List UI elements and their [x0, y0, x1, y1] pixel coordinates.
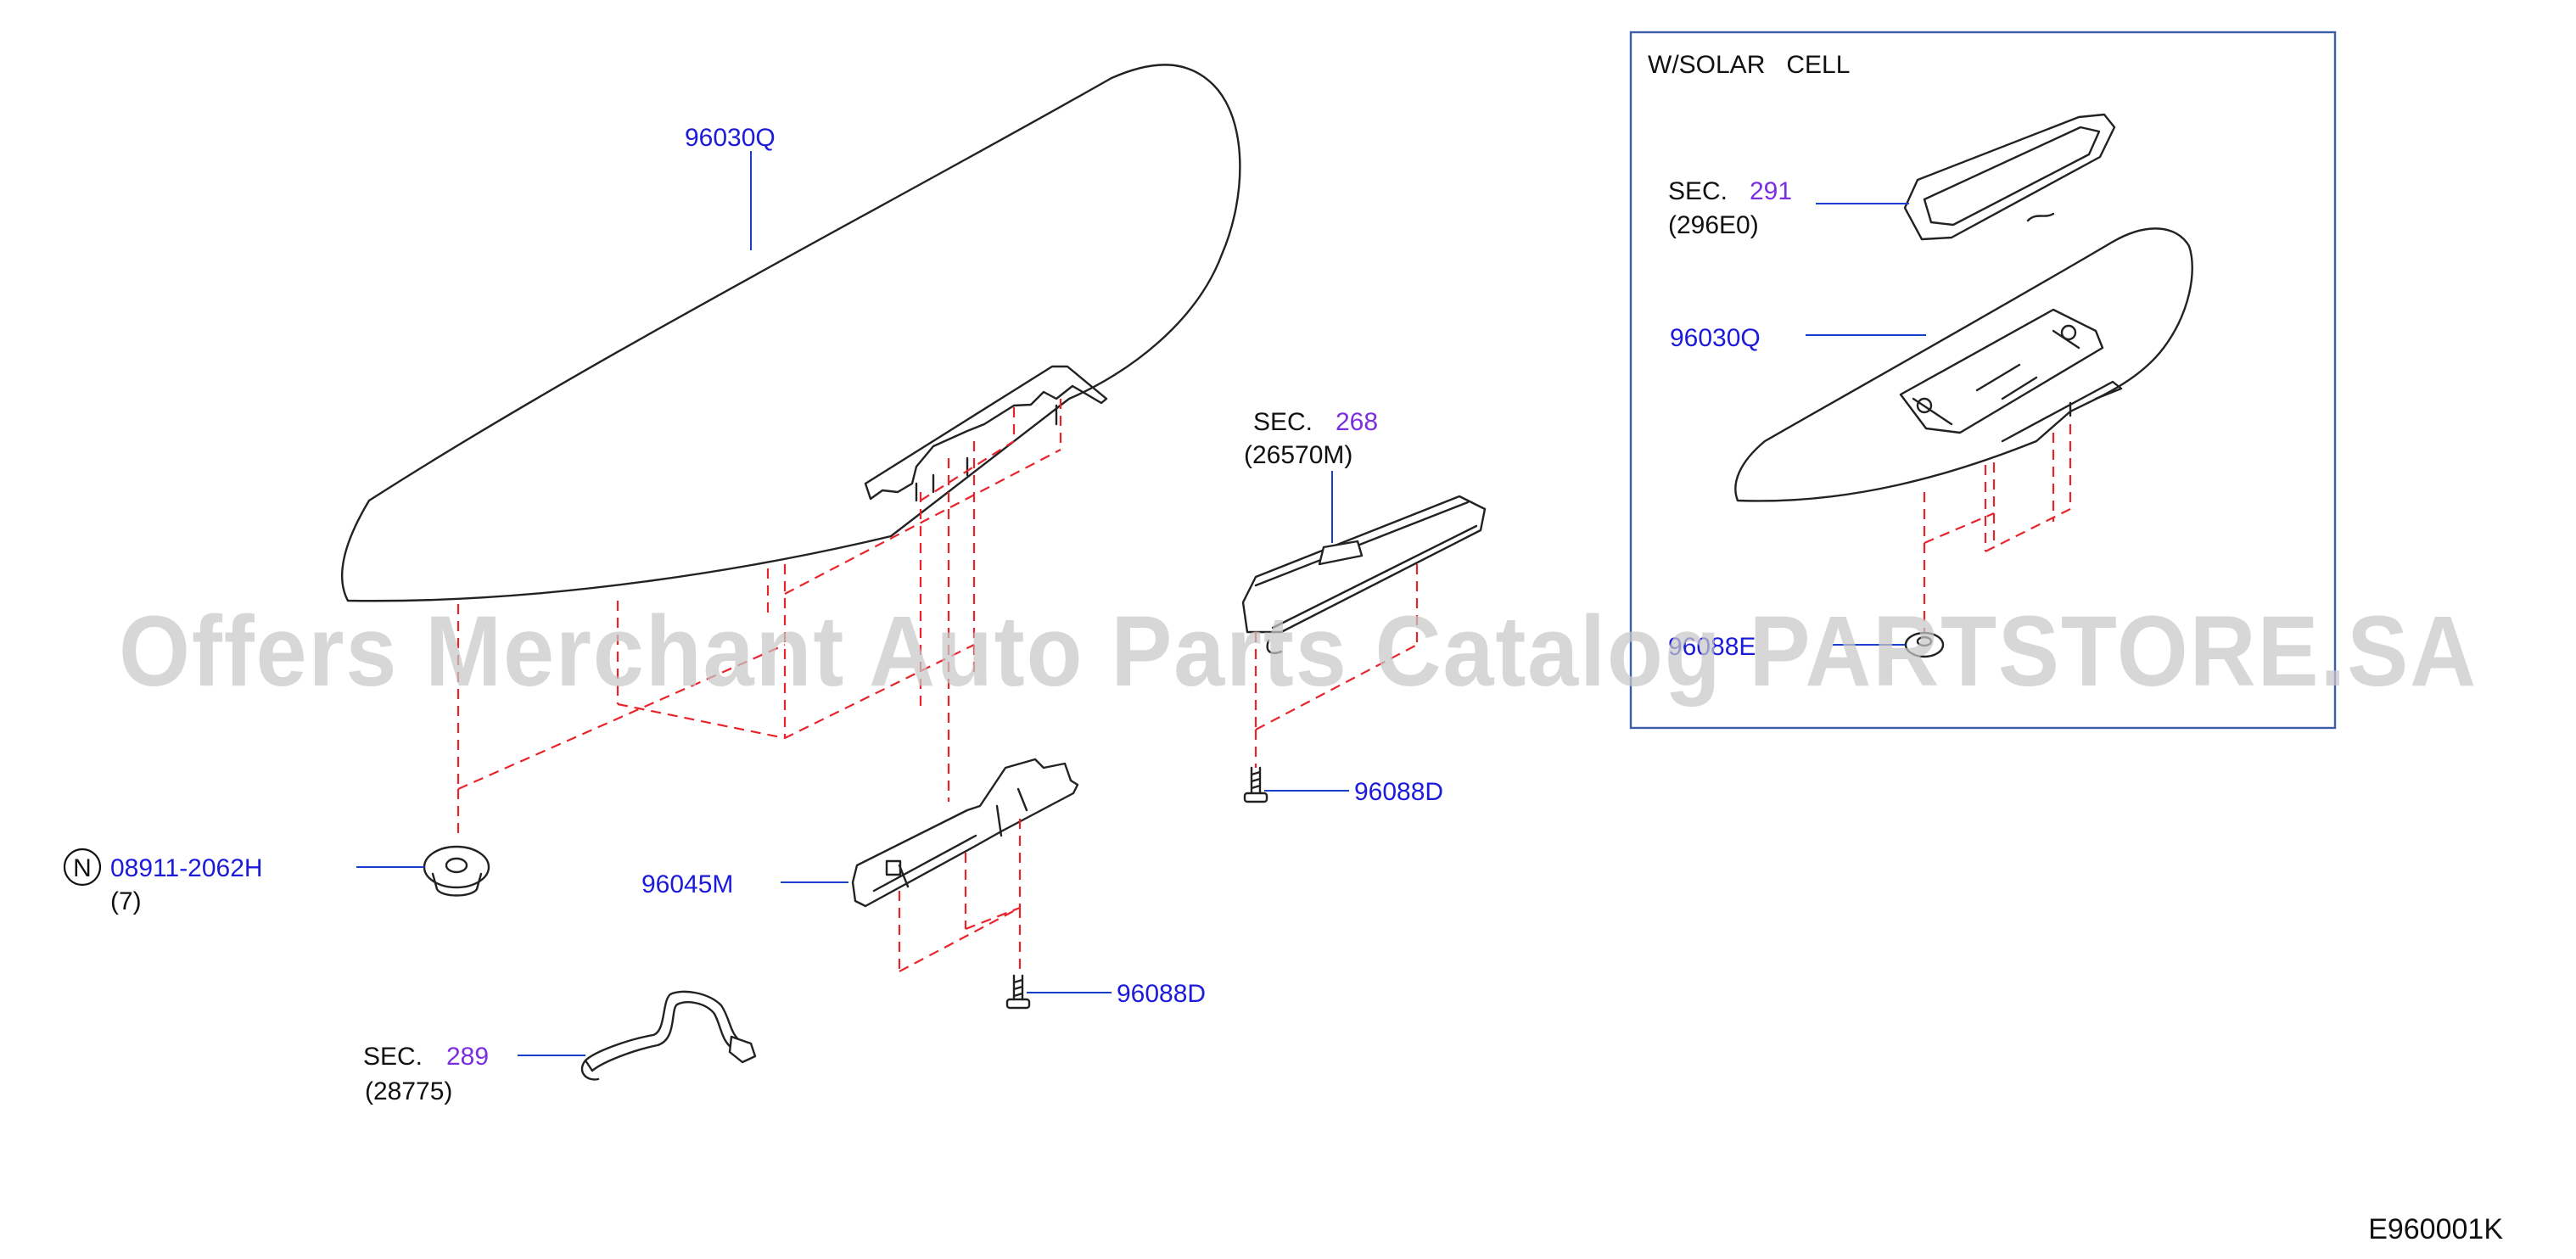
label-sec-291-sub: (296E0) [1668, 211, 1759, 239]
label-sec-291-num[interactable]: 291 [1750, 177, 1792, 205]
label-clip-prefix: N [73, 854, 92, 882]
label-sec-289-prefix: SEC. [363, 1043, 423, 1071]
rear-spoiler-part[interactable] [340, 64, 1241, 602]
screw-upper-part[interactable] [1243, 766, 1268, 803]
label-sec-289-num[interactable]: 289 [446, 1043, 489, 1071]
label-sec-291-prefix: SEC. [1668, 177, 1728, 205]
label-screw-upper[interactable]: 96088D [1354, 778, 1443, 806]
watermark: Offers Merchant Auto Parts Catalog PARTS… [119, 596, 2478, 708]
bracket-part[interactable] [851, 758, 1079, 908]
stop-lamp-part[interactable] [1241, 495, 1487, 654]
label-sec-268-prefix: SEC. [1253, 408, 1313, 436]
solar-clip-part[interactable] [1904, 631, 1945, 658]
label-spoiler[interactable]: 96030Q [685, 124, 776, 152]
stop-lamp-projection-lines [1254, 564, 1419, 768]
label-clip[interactable]: 08911-2062H [110, 854, 263, 882]
label-clip-qty: (7) [110, 887, 142, 915]
label-bracket[interactable]: 96045M [641, 870, 733, 898]
label-screw-lower[interactable]: 96088D [1117, 980, 1206, 1008]
inset-title: W/SOLAR CELL [1648, 51, 1850, 79]
solar-panel-part[interactable] [1903, 113, 2116, 241]
label-sec-289-sub: (28775) [365, 1077, 452, 1105]
label-inset-clip[interactable]: 96088E [1668, 633, 1756, 661]
n-marker-icon [63, 848, 102, 887]
solar-projection-lines [1923, 424, 2072, 645]
screw-lower-part[interactable] [1005, 974, 1031, 1010]
spoiler-projection-lines [456, 399, 1062, 836]
cable-part[interactable] [580, 990, 757, 1081]
label-sec-268-num[interactable]: 268 [1336, 408, 1378, 436]
bracket-projection-lines [898, 819, 1022, 976]
clip-part[interactable] [423, 845, 490, 897]
solar-cell-inset-box [1629, 31, 2337, 730]
diagram-code: E960001K [2368, 1213, 2503, 1245]
solar-spoiler-part[interactable] [1734, 227, 2193, 502]
label-sec-268-sub: (26570M) [1244, 441, 1352, 469]
label-inset-spoiler[interactable]: 96030Q [1670, 324, 1761, 352]
